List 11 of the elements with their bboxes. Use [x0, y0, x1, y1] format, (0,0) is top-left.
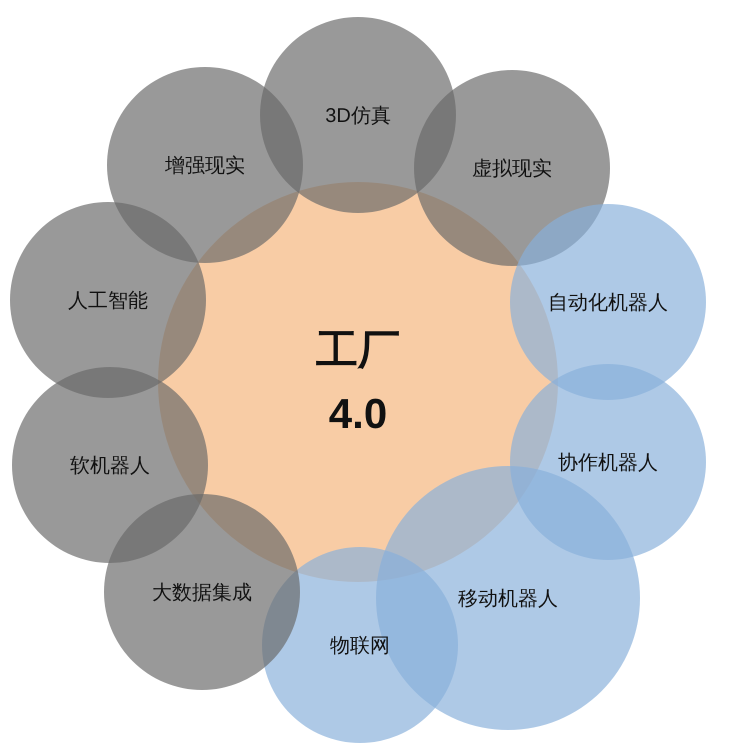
node-label: 协作机器人 — [558, 450, 658, 476]
center-title: 工厂 4.0 — [315, 325, 401, 439]
node-label: 人工智能 — [68, 288, 148, 314]
node-label: 增强现实 — [165, 154, 245, 178]
node-label: 移动机器人 — [458, 586, 558, 612]
node-label: 自动化机器人 — [548, 290, 668, 316]
node-label: 物联网 — [330, 634, 390, 658]
node-label: 虚拟现实 — [472, 156, 552, 182]
node-label: 软机器人 — [70, 454, 150, 478]
node-label: 大数据集成 — [152, 580, 252, 606]
node-label: 3D仿真 — [325, 104, 391, 128]
